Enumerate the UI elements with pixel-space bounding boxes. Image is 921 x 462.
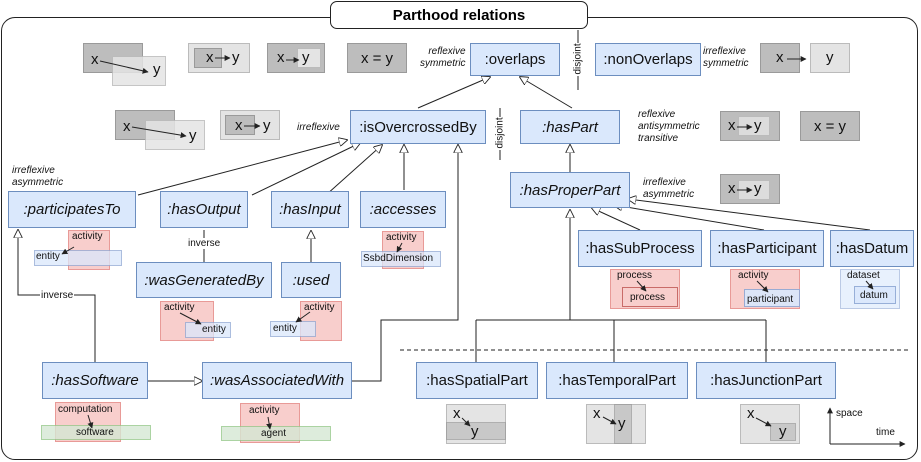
inverse-label-software: inverse xyxy=(40,290,75,301)
accesses-relation[interactable]: :accesses xyxy=(360,191,446,228)
hassoftware-relation[interactable]: :hasSoftware xyxy=(42,362,148,399)
hasinput-relation[interactable]: :hasInput xyxy=(271,191,349,228)
hastemporalpart-relation[interactable]: :hasTemporalPart xyxy=(546,362,688,399)
hassubprocess-relation[interactable]: :hasSubProcess xyxy=(578,230,702,267)
overlaps-relation[interactable]: :overlaps xyxy=(470,43,560,76)
wasgeneratedby-relation[interactable]: :wasGeneratedBy xyxy=(136,262,272,298)
diagram-title: Parthood relations xyxy=(330,1,588,29)
time-axis-label: time xyxy=(876,427,895,438)
used-relation[interactable]: :used xyxy=(281,262,341,298)
isovercrossedby-properties: irreflexive xyxy=(297,122,340,133)
nonoverlaps-relation[interactable]: :nonOverlaps xyxy=(595,43,701,76)
hasoutput-relation[interactable]: :hasOutput xyxy=(160,191,248,228)
isovercrossedby-relation[interactable]: :isOvercrossedBy xyxy=(350,110,486,144)
hasparticipant-relation[interactable]: :hasParticipant xyxy=(710,230,824,267)
symbol-y: y xyxy=(153,61,161,78)
hasjunctionpart-relation[interactable]: :hasJunctionPart xyxy=(696,362,836,399)
haspart-relation[interactable]: :hasPart xyxy=(520,110,620,144)
hasspatialpart-relation[interactable]: :hasSpatialPart xyxy=(416,362,538,399)
inverse-label-output: inverse xyxy=(187,238,222,249)
wasassociatedwith-relation[interactable]: :wasAssociatedWith xyxy=(202,362,352,399)
space-axis-label: space xyxy=(836,408,863,419)
participatesto-relation[interactable]: :participatesTo xyxy=(8,191,136,228)
equality-example: x = y xyxy=(347,43,407,73)
haspart-equality-example: x = y xyxy=(800,111,860,141)
hasproperpart-relation[interactable]: :hasProperPart xyxy=(510,172,630,208)
symbol-x: x xyxy=(91,51,99,68)
hasdatum-relation[interactable]: :hasDatum xyxy=(830,230,914,267)
